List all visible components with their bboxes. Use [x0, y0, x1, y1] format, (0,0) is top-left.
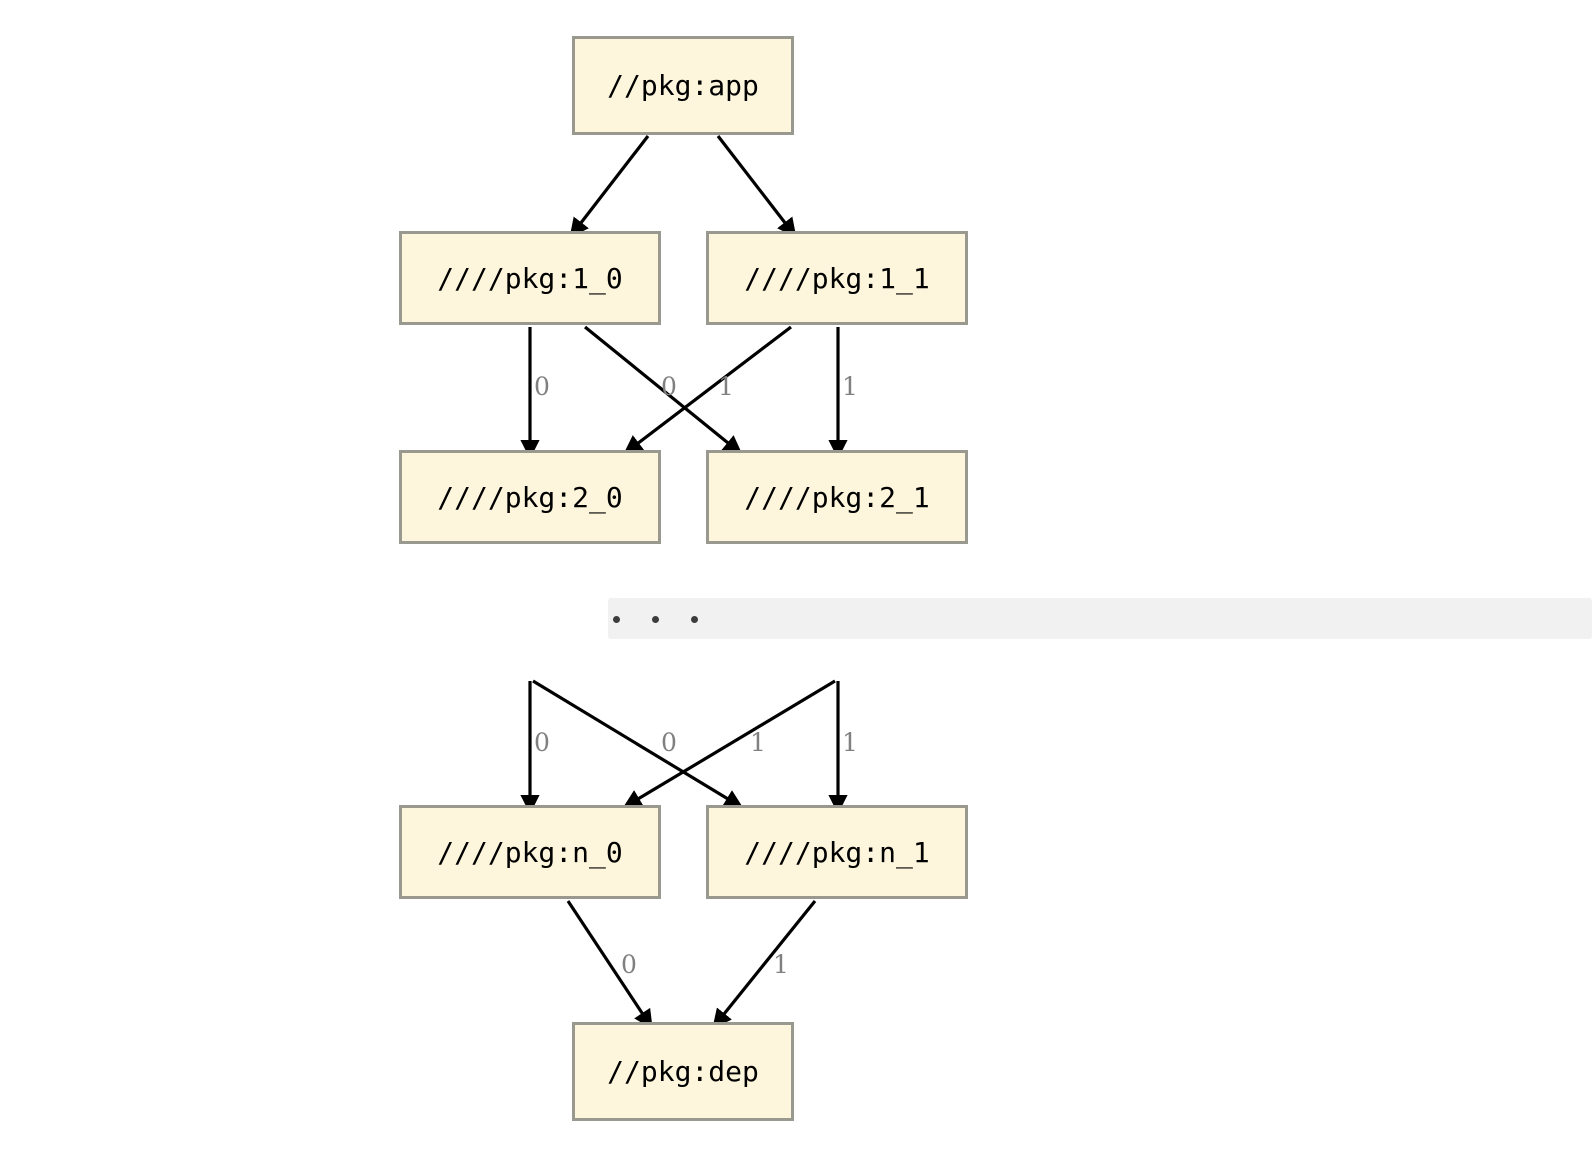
- node-app[interactable]: //pkg:app: [572, 36, 794, 135]
- edge-source-to-ln_0: [622, 679, 836, 809]
- edge-label: 1: [842, 372, 858, 401]
- ellipsis-dot: [691, 616, 698, 623]
- edge-source-to-ln_1: [532, 679, 744, 809]
- ellipsis-separator-band: [608, 598, 1592, 639]
- node-label: ////pkg:2_1: [744, 480, 930, 514]
- edge-app-to-l1_1: [716, 135, 797, 238]
- edge-label: 1: [718, 372, 734, 401]
- node-ln_0[interactable]: ////pkg:n_0: [399, 805, 661, 899]
- node-dep[interactable]: //pkg:dep: [572, 1022, 794, 1121]
- edge-l1_1-to-l2_0: [623, 325, 792, 455]
- ellipsis-dot: [613, 616, 620, 623]
- node-label: ////pkg:2_0: [437, 480, 623, 514]
- edge-label: 0: [661, 728, 677, 757]
- node-label: ////pkg:1_0: [437, 261, 623, 295]
- edge-ln_0-to-dep: [566, 900, 653, 1030]
- node-label: ////pkg:n_0: [437, 835, 623, 869]
- node-l2_0[interactable]: ////pkg:2_0: [399, 450, 661, 544]
- edge-label: 1: [773, 950, 789, 979]
- node-l1_1[interactable]: ////pkg:1_1: [706, 231, 968, 325]
- node-l2_1[interactable]: ////pkg:2_1: [706, 450, 968, 544]
- edge-label: 0: [534, 372, 550, 401]
- edge-label: 1: [750, 728, 766, 757]
- edge-ln_1-to-dep: [712, 899, 817, 1029]
- node-label: ////pkg:1_1: [744, 261, 930, 295]
- edge-l1_0-to-l2_1: [583, 325, 743, 455]
- ellipsis-dot: [652, 616, 659, 623]
- edge-label: 0: [534, 728, 550, 757]
- node-l1_0[interactable]: ////pkg:1_0: [399, 231, 661, 325]
- edge-label: 0: [661, 372, 677, 401]
- edge-app-to-l1_0: [569, 135, 650, 238]
- edge-label: 0: [621, 950, 637, 979]
- node-label: ////pkg:n_1: [744, 835, 930, 869]
- node-label: //pkg:dep: [607, 1055, 759, 1088]
- node-label: //pkg:app: [607, 69, 759, 102]
- ellipsis-dots: [613, 616, 730, 623]
- edge-label: 1: [842, 728, 858, 757]
- edges-group: [520, 135, 848, 1030]
- node-ln_1[interactable]: ////pkg:n_1: [706, 805, 968, 899]
